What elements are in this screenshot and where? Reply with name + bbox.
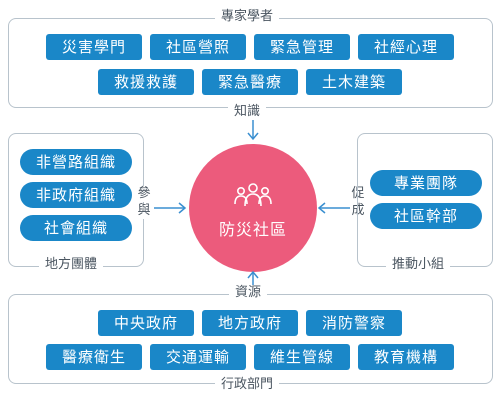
local-group-pill: 非營路組織: [20, 149, 132, 175]
up-arrow-icon: [247, 271, 259, 285]
government-chip: 地方政府: [202, 310, 298, 336]
government-box: [8, 294, 493, 384]
government-label: 行政部門: [215, 377, 280, 393]
promotion-team-box: [357, 133, 493, 267]
government-chip: 交通運輸: [150, 344, 246, 370]
expert-chip: 社經心理: [358, 34, 454, 60]
local-group-pill: 非政府組織: [20, 182, 132, 208]
expert-chip: 緊急醫療: [202, 69, 298, 95]
local-groups-label: 地方團體: [39, 257, 104, 273]
resource-label: 資源: [229, 285, 268, 301]
expert-chip: 土木建築: [306, 69, 402, 95]
right-arrow-icon: [154, 202, 187, 214]
expert-chip: 災害學門: [46, 34, 142, 60]
disaster-prevention-community-circle: 防災社區: [189, 144, 317, 272]
left-arrow-icon: [317, 202, 350, 214]
promotion-team-pill: 專業團隊: [370, 170, 482, 196]
government-chip: 醫療衛生: [46, 344, 142, 370]
government-chip: 維生管線: [254, 344, 350, 370]
promote-label-1: 促: [350, 186, 366, 202]
knowledge-label: 知識: [228, 104, 267, 120]
promotion-team-pill: 社區幹部: [370, 203, 482, 229]
center-label: 防災社區: [218, 220, 287, 239]
down-arrow-icon: [247, 120, 259, 141]
local-group-pill: 社會組織: [20, 215, 132, 241]
promotion-team-label: 推動小組: [386, 257, 451, 273]
expert-chip: 社區營照: [150, 34, 246, 60]
expert-chip: 救援救護: [98, 69, 194, 95]
government-chip: 教育機構: [358, 344, 454, 370]
participate-label-1: 參: [136, 186, 152, 202]
expert-chip: 緊急管理: [254, 34, 350, 60]
participate-label-2: 與: [136, 203, 152, 219]
government-chip: 中央政府: [98, 310, 194, 336]
experts-label: 專家學者: [215, 9, 280, 25]
government-chip: 消防警察: [306, 310, 402, 336]
community-people-icon: [234, 183, 272, 207]
